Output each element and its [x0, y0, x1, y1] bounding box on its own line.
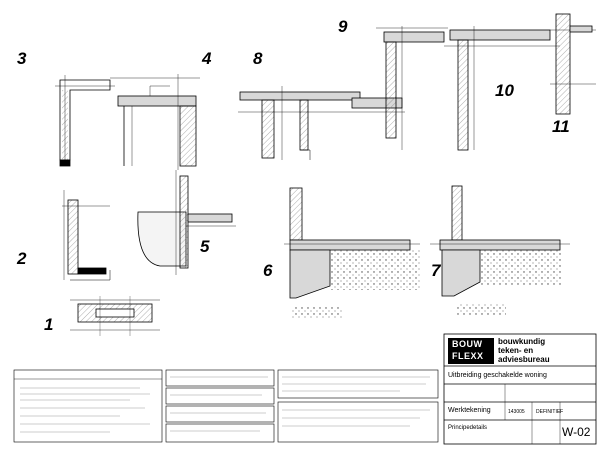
- company-name-secondary: FLEXX: [452, 351, 484, 361]
- detail-number-4: 4: [202, 49, 212, 68]
- detail-10-drawing: [444, 26, 560, 151]
- detail-2-drawing: [62, 190, 111, 281]
- title-block-frame: [443, 333, 597, 445]
- detail-number-9: 9: [338, 17, 348, 36]
- detail-number-3: 3: [17, 49, 27, 68]
- tagline-line-2: teken- en: [498, 346, 534, 355]
- detail-11-drawing: [550, 13, 596, 115]
- project-number: 143005: [508, 409, 525, 415]
- legend-area: [13, 369, 439, 443]
- detail-6-drawing: [284, 187, 420, 318]
- detail-5-drawing: [137, 170, 236, 275]
- detail-number-11: 11: [552, 117, 570, 136]
- detail-9-drawing: [376, 26, 448, 150]
- drawing-status: DEFINITIEF: [536, 409, 564, 415]
- detail-number-1: 1: [44, 315, 54, 334]
- project-title: Uitbreiding geschakelde woning: [448, 372, 547, 379]
- detail-7-drawing: [430, 185, 570, 316]
- company-tagline: bouwkundig teken- en adviesbureau: [498, 337, 550, 364]
- detail-4-drawing: [110, 74, 200, 170]
- tagline-line-3: adviesbureau: [498, 355, 550, 364]
- detail-number-2: 2: [17, 249, 27, 268]
- company-name-primary: BOUW: [452, 339, 483, 349]
- company-logo: [448, 338, 494, 364]
- tagline-line-1: bouwkundig: [498, 337, 546, 346]
- detail-8-drawing: [238, 86, 405, 160]
- detail-1-drawing: [70, 296, 160, 336]
- detail-number-10: 10: [495, 81, 514, 100]
- legend-text-lines: [20, 376, 430, 433]
- detail-3-drawing: [55, 75, 115, 167]
- detail-number-7: 7: [431, 261, 441, 280]
- detail-number-6: 6: [263, 261, 273, 280]
- detail-number-5: 5: [200, 237, 210, 256]
- sheet-number: W-02: [562, 425, 591, 439]
- drawing-subject: Principedetails: [448, 425, 488, 431]
- detail-number-8: 8: [253, 49, 263, 68]
- drawing-type: Werktekening: [448, 407, 491, 414]
